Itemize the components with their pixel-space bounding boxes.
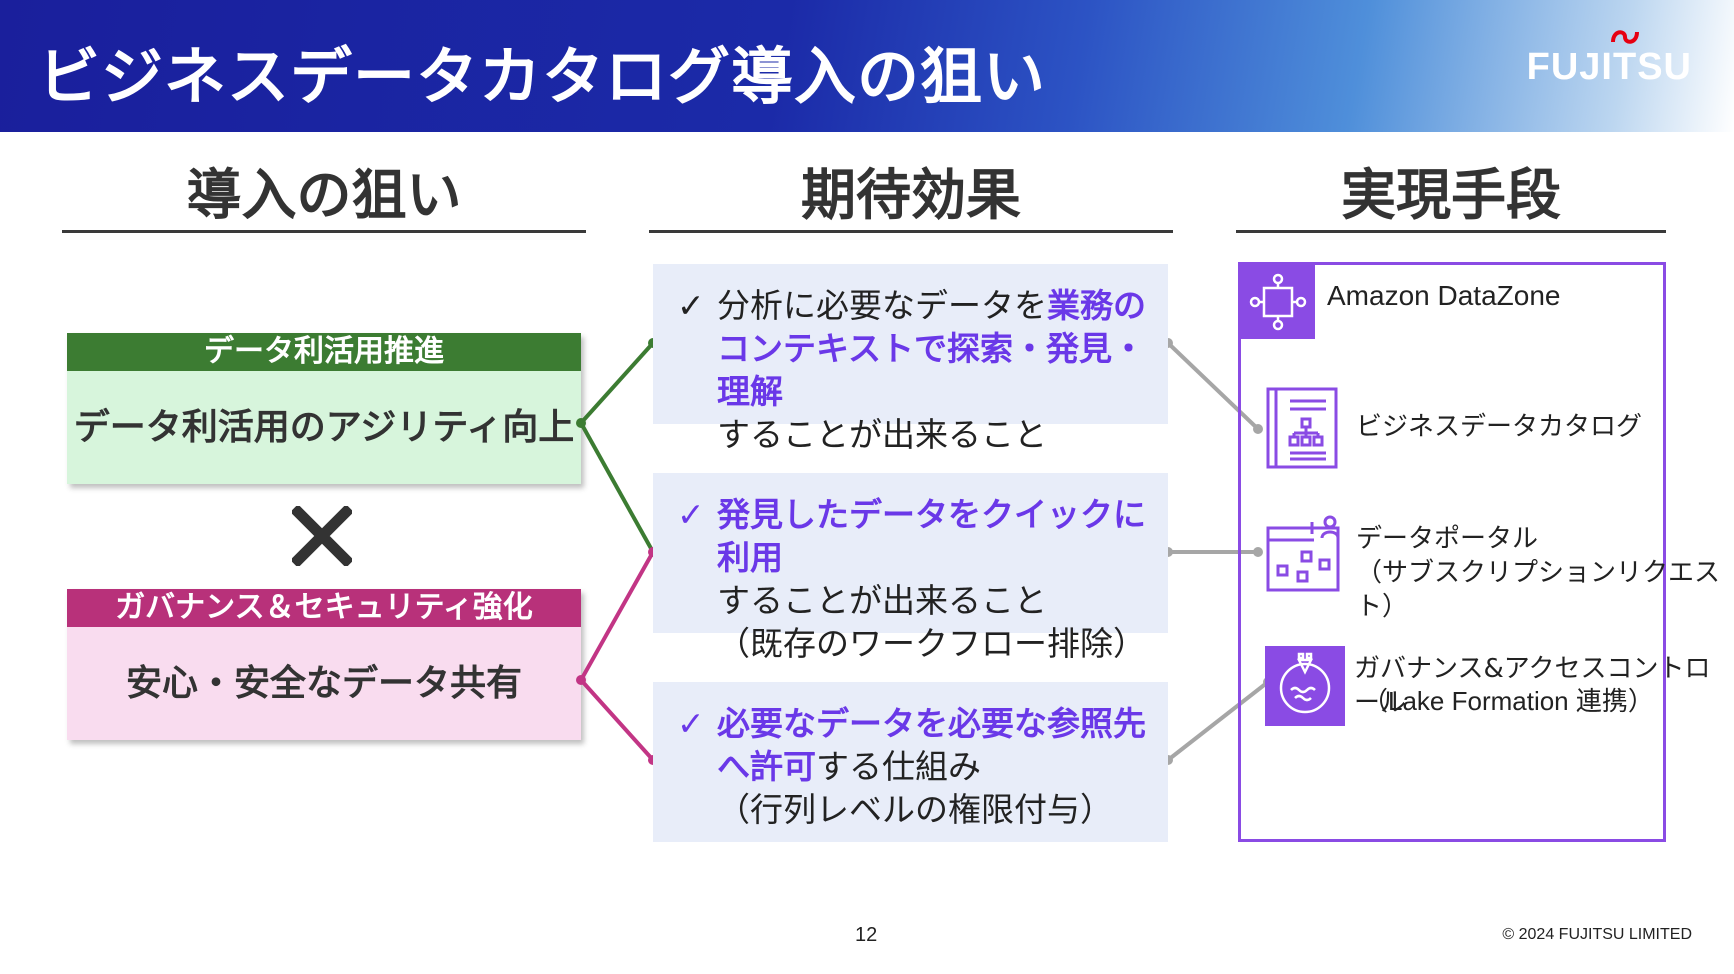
column-header-means: 実現手段 <box>1236 160 1666 233</box>
aim-box-governance: ガバナンス＆セキュリティ強化 安心・安全なデータ共有 <box>67 589 581 740</box>
means-panel <box>1238 262 1666 842</box>
check-icon: ✓ <box>677 495 705 534</box>
infinity-logo-icon <box>1610 30 1639 44</box>
effect-box-2: ✓ 発見したデータをクイックに利用 することが出来ること （既存のワークフロー排… <box>653 473 1168 663</box>
datazone-title: Amazon DataZone <box>1327 280 1561 311</box>
check-icon: ✓ <box>677 704 705 743</box>
aim-text: データ利活用のアジリティ向上 <box>67 371 581 484</box>
means-label: ガバナンス&アクセスコントロール <box>1354 654 1711 718</box>
portal-icon <box>1266 515 1340 592</box>
effect-highlight: 業務の <box>1047 286 1146 325</box>
effect-text: する仕組み <box>816 747 981 786</box>
copyright: © 2024 FUJITSU LIMITED <box>1502 926 1692 943</box>
lake-formation-icon <box>1265 646 1345 726</box>
effect-text: することが出来ること <box>717 415 1047 454</box>
effect-highlight: 必要なデータを必要な参照先 <box>717 704 1146 743</box>
means-label-sub: （Lake Formation 連携） <box>1362 686 1654 716</box>
effect-box-1: ✓ 分析に必要なデータを業務の コンテキストで探索・発見・理解 することが出来る… <box>653 264 1168 454</box>
catalog-icon <box>1266 387 1338 469</box>
slide-title: ビジネスデータカタログ導入の狙い <box>38 40 1047 113</box>
logo-text: FUJITSU <box>1526 46 1692 88</box>
effect-text: （既存のワークフロー排除） <box>717 624 1146 663</box>
slide-header: ビジネスデータカタログ導入の狙い FUJITSU <box>0 0 1734 132</box>
effect-highlight: 発見したデータをクイックに利用 <box>717 495 1146 577</box>
column-header-aim: 導入の狙い <box>62 160 586 233</box>
effect-box-3: ✓ 必要なデータを必要な参照先 へ許可する仕組み （行列レベルの権限付与） <box>653 682 1168 842</box>
effect-text: することが出来ること <box>717 581 1047 620</box>
effect-text: （行列レベルの権限付与） <box>717 790 1113 829</box>
effect-highlight: コンテキストで探索・発見・理解 <box>717 329 1146 411</box>
means-label-sub: （サブスクリプションリクエスト） <box>1356 558 1721 622</box>
datazone-icon <box>1241 265 1315 339</box>
means-label: ビジネスデータカタログ <box>1356 412 1643 442</box>
column-header-effect: 期待効果 <box>649 160 1173 233</box>
aim-text: 安心・安全なデータ共有 <box>67 627 581 740</box>
aim-tag: データ利活用推進 <box>67 333 581 371</box>
aim-box-data-utilization: データ利活用推進 データ利活用のアジリティ向上 <box>67 333 581 484</box>
means-label: データポータル <box>1356 524 1539 554</box>
effect-text: 分析に必要なデータを <box>717 286 1047 325</box>
effect-highlight: へ許可 <box>717 747 816 786</box>
fujitsu-logo: FUJITSU <box>1526 30 1692 89</box>
cross-icon <box>292 506 352 566</box>
page-number: 12 <box>855 924 878 946</box>
check-icon: ✓ <box>677 286 705 325</box>
aim-tag: ガバナンス＆セキュリティ強化 <box>67 589 581 627</box>
